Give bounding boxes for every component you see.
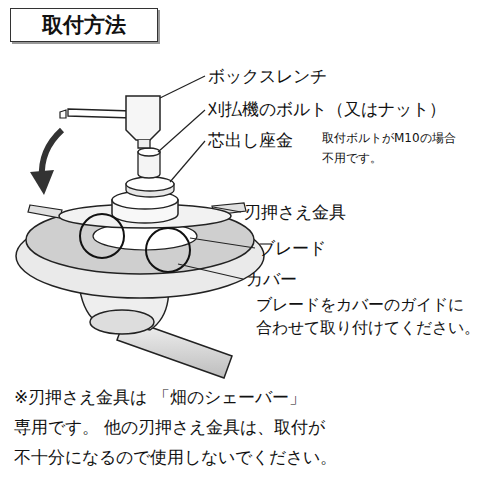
gearbox-base <box>90 310 154 334</box>
highlight-circle <box>80 214 124 258</box>
part-label: ボックスレンチ <box>208 64 327 88</box>
box-wrench <box>60 96 160 148</box>
instruction-note: ブレードをカバーのガイドに 合わせて取り付けてください。 <box>256 293 500 339</box>
leader-line <box>170 141 205 182</box>
washer <box>126 177 174 191</box>
part-label: 芯出し座金 <box>208 128 293 152</box>
holder-prong <box>28 205 62 218</box>
title-heading: 取付方法 <box>10 8 158 42</box>
bolt <box>138 148 160 156</box>
rotation-arrow <box>30 170 54 195</box>
part-label: カバー <box>246 267 297 291</box>
caution-note: ※刃押さえ金具は 「畑のシェーバー」専用です。 他の刃押さえ金具は、取付が 不十… <box>14 382 364 472</box>
wrench-handle <box>60 110 66 118</box>
wrench-socket <box>138 140 150 148</box>
leader-line <box>190 238 255 248</box>
wrench-handle <box>68 109 132 118</box>
part-label: ブレード <box>258 236 326 260</box>
leader-line <box>160 76 205 98</box>
leader-line <box>213 207 241 212</box>
part-label: 刈払機のボルト（又はナット） <box>208 97 446 121</box>
leader-line <box>178 264 243 279</box>
part-label: 刃押さえ金具 <box>244 200 346 224</box>
leader-line <box>158 110 205 152</box>
wrench-socket <box>126 96 160 140</box>
part-note: 取付ボルトがM10の場合 不用です。 <box>322 128 490 168</box>
